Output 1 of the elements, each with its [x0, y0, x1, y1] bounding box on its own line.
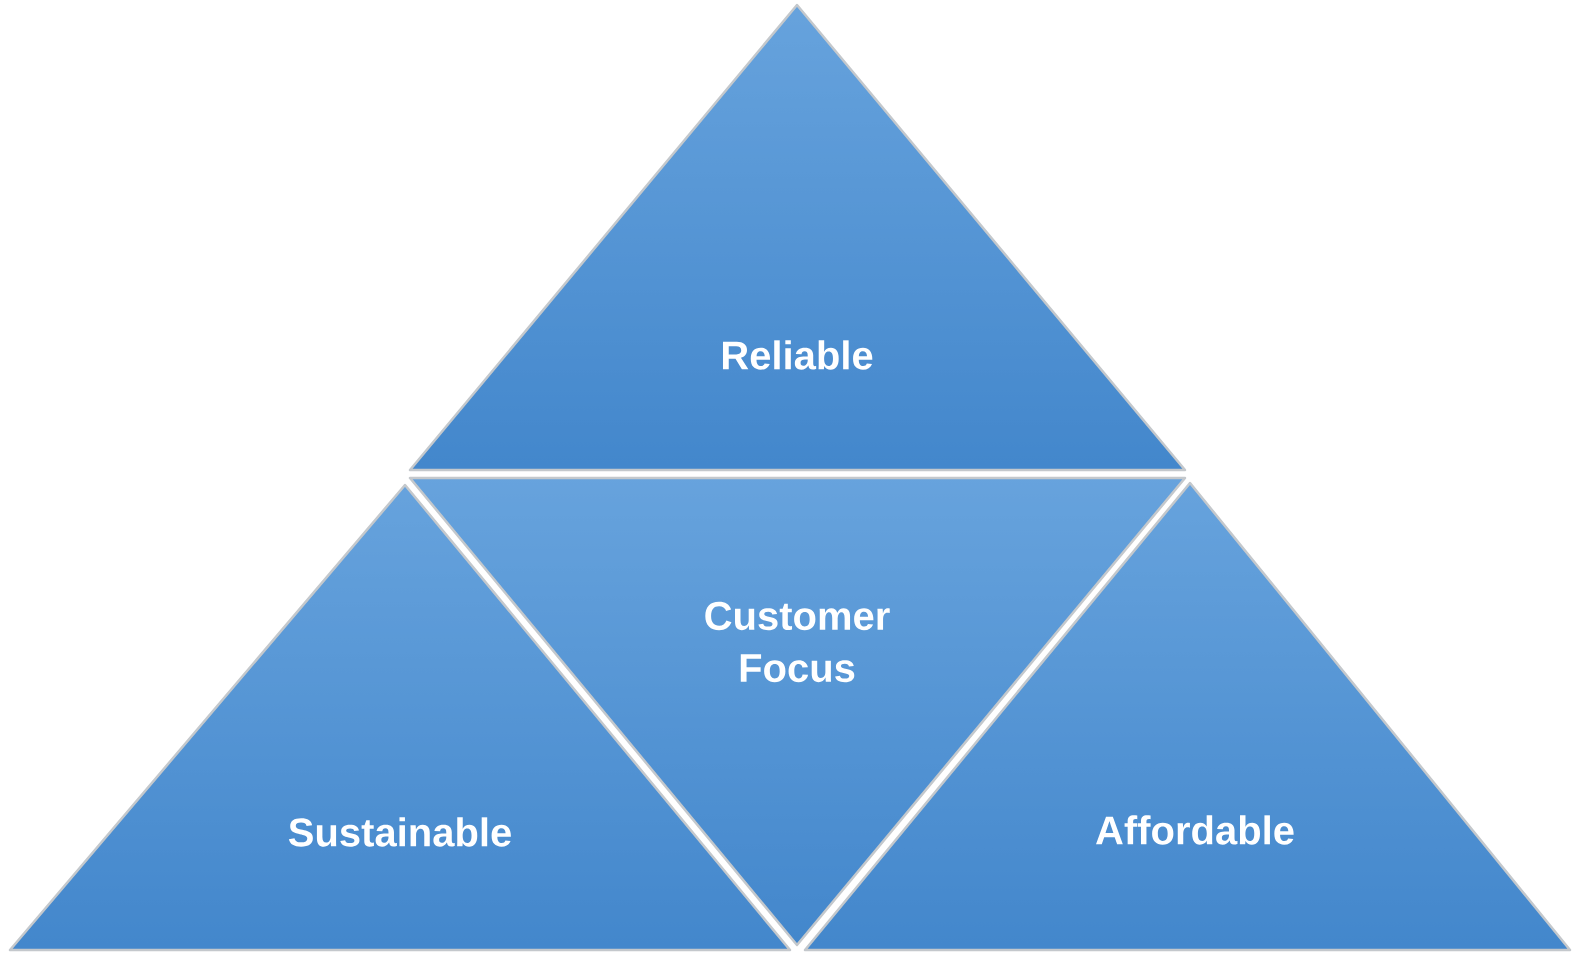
triangle: Reliable: [408, 3, 1187, 472]
